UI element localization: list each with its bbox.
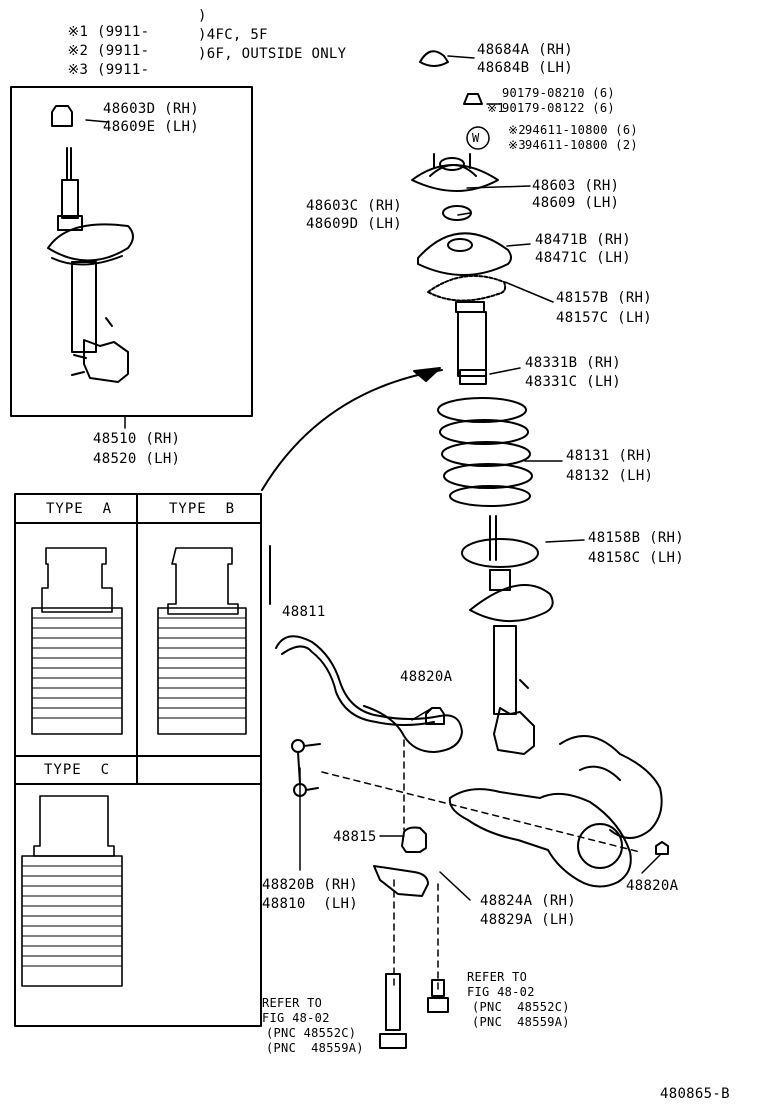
- note-2-close: ): [198, 27, 207, 43]
- note-1-close: ): [198, 8, 207, 24]
- bearing-48603c: [442, 205, 472, 221]
- refer-left-2: FIG 48-02: [262, 1011, 330, 1025]
- refer-right-2: FIG 48-02: [467, 985, 535, 999]
- note-1-range: (9911-: [96, 24, 150, 40]
- label-94611-mark-a: ※2: [508, 123, 526, 137]
- label-94611-mark-b: ※3: [508, 138, 526, 152]
- bolts-bottom: [379, 973, 449, 1049]
- label-94611-a: 94611-10800 (6): [525, 123, 638, 137]
- label-48684-lh: 48684B (LH): [477, 60, 574, 76]
- lower-arm-knuckle: [448, 735, 663, 888]
- bump-stop-type-table: [14, 493, 262, 1027]
- label-48157-lh: 48157C (LH): [556, 310, 653, 326]
- label-90179-b: 90179-08122 (6): [502, 101, 615, 115]
- label-48158-lh: 48158C (LH): [588, 550, 685, 566]
- refer-left-1: REFER TO: [262, 996, 323, 1010]
- insulator-48157: [427, 274, 507, 302]
- label-48603d-lh: 48609E (LH): [103, 119, 200, 135]
- label-48603c-rh: 48603C (RH): [306, 198, 403, 214]
- note-2-range: (9911-: [96, 43, 150, 59]
- dashed-leaders: [321, 739, 641, 991]
- coil-spring-48131: [437, 397, 533, 507]
- label-48603-lh: 48609 (LH): [532, 195, 620, 211]
- assembly-arrow: [261, 369, 443, 491]
- note-2-mark: ※2: [67, 43, 89, 59]
- washer-symbol: W: [472, 131, 480, 145]
- label-48684-rh: 48684A (RH): [477, 42, 574, 58]
- label-48158-rh: 48158B (RH): [588, 530, 685, 546]
- label-48820b-lh: 48810 (LH): [262, 896, 359, 912]
- stabilizer-bar-48811: [269, 545, 463, 753]
- note-3: ※3 (9911-: [50, 46, 149, 78]
- note-3-range: (9911-: [96, 62, 150, 78]
- label-48510-lh: 48520 (LH): [93, 451, 181, 467]
- note-3-close: ): [198, 46, 207, 62]
- label-90179-mark: ※1: [487, 101, 505, 115]
- note-3-close-desc: )6F, OUTSIDE ONLY: [198, 46, 346, 62]
- label-48824-rh: 48824A (RH): [480, 893, 577, 909]
- label-90179-a: 90179-08210 (6): [502, 86, 615, 100]
- label-48131-rh: 48131 (RH): [566, 448, 654, 464]
- label-48811: 48811: [282, 604, 326, 620]
- note-2-close-desc: )4FC, 5F: [198, 27, 268, 43]
- bushing-48815: [401, 826, 427, 853]
- note-1-mark: ※1: [67, 24, 89, 40]
- bracket-48824: [373, 865, 429, 897]
- refer-left-3: (PNC 48552C): [266, 1026, 357, 1040]
- bushing-48820a: [425, 707, 445, 725]
- stabilizer-link-48820b: [291, 739, 321, 797]
- label-48603-rh: 48603 (RH): [532, 178, 620, 194]
- type-c-header: TYPE C: [44, 762, 111, 778]
- type-a-header: TYPE A: [46, 501, 113, 517]
- strut-assembly-frame: [10, 86, 253, 417]
- type-a-boot: [31, 547, 123, 735]
- mount-48603: [411, 153, 499, 192]
- strut-assembly-drawing: [47, 105, 134, 383]
- figure-number: 480865-B: [660, 1086, 730, 1102]
- type-c-boot: [21, 795, 123, 987]
- nut-90179: [463, 93, 483, 105]
- spring-seat-48471: [417, 232, 512, 276]
- label-48603d-rh: 48603D (RH): [103, 101, 200, 117]
- refer-right-4: (PNC 48559A): [472, 1015, 570, 1029]
- type-b-boot: [157, 547, 247, 735]
- strut-48158: [461, 515, 554, 755]
- label-48603c-lh: 48609D (LH): [306, 216, 403, 232]
- label-48331-lh: 48331C (LH): [525, 374, 622, 390]
- label-48471-rh: 48471B (RH): [535, 232, 632, 248]
- label-94611-b: 94611-10800 (2): [525, 138, 638, 152]
- cap-48684: [419, 50, 449, 67]
- refer-right-3: (PNC 48552C): [472, 1000, 570, 1014]
- label-48820a-right: 48820A: [626, 878, 679, 894]
- label-48471-lh: 48471C (LH): [535, 250, 632, 266]
- label-48820b-rh: 48820B (RH): [262, 877, 359, 893]
- note-2-desc: 4FC, 5F: [206, 27, 268, 43]
- bolt-48820a-right: [655, 841, 669, 855]
- label-48820a-top: 48820A: [400, 669, 453, 685]
- bumper-48331: [455, 301, 487, 385]
- refer-left-4: (PNC 48559A): [266, 1041, 364, 1055]
- label-48131-lh: 48132 (LH): [566, 468, 654, 484]
- label-48510-rh: 48510 (RH): [93, 431, 181, 447]
- label-48815: 48815: [333, 829, 377, 845]
- note-1: ※1 (9911-: [50, 8, 149, 40]
- washer-94611: [466, 126, 490, 150]
- note-3-desc: 6F, OUTSIDE ONLY: [206, 46, 347, 62]
- label-48157-rh: 48157B (RH): [556, 290, 653, 306]
- note-3-mark: ※3: [67, 62, 89, 78]
- note-2: ※2 (9911-: [50, 27, 149, 59]
- label-48824-lh: 48829A (LH): [480, 912, 577, 928]
- label-48331-rh: 48331B (RH): [525, 355, 622, 371]
- type-b-header: TYPE B: [169, 501, 236, 517]
- refer-right-1: REFER TO: [467, 970, 528, 984]
